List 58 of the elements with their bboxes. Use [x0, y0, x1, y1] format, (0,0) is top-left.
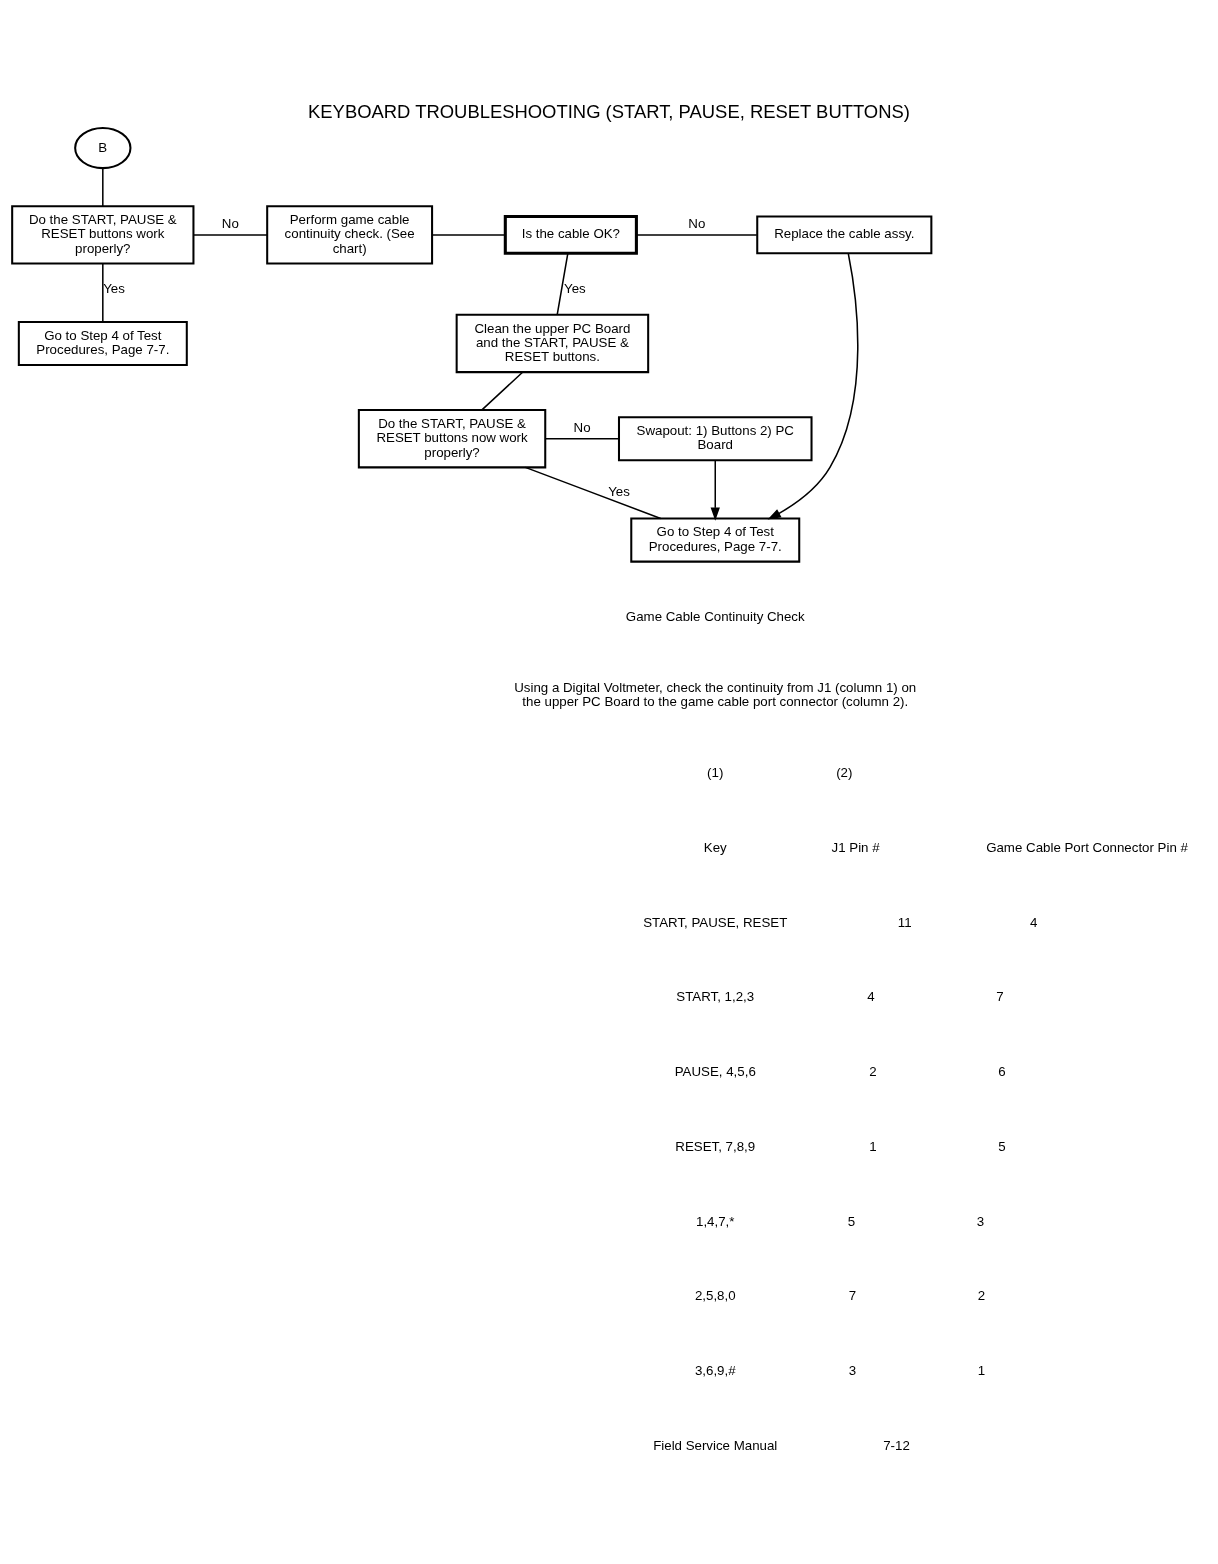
label: Game Cable Port Connector Pin #	[986, 839, 1188, 855]
label: 4	[867, 989, 875, 1005]
label: 5	[847, 1213, 856, 1229]
diagram-title: KEYBOARD TROUBLESHOOTING (START, PAUSE, RESET BUTTONS)	[308, 100, 910, 122]
connector	[102, 167, 104, 207]
label: Using a Digital Voltmeter, check the continuity from J1 (column 1) on the upper PC Board to the game cable port connector (column 2).	[514, 680, 917, 710]
node-box: Go to Step 4 of Test Procedures, Page 7-7.	[17, 320, 188, 366]
label: 11	[897, 914, 912, 930]
label: RESET, 7,8,9	[675, 1138, 756, 1154]
node-box: Replace the cable assy.	[756, 215, 933, 255]
node-ellipse: B	[74, 126, 132, 170]
label: PAUSE, 4,5,6	[674, 1064, 756, 1080]
connector	[192, 234, 268, 236]
connector	[544, 437, 620, 440]
label: 7-12	[883, 1437, 910, 1453]
label: Field Service Manual	[653, 1437, 778, 1453]
connector	[431, 234, 507, 236]
edge-label: No	[688, 216, 706, 232]
label: 1	[869, 1138, 877, 1154]
label: Game Cable Continuity Check	[625, 609, 805, 625]
label: 2,5,8,0	[694, 1288, 736, 1304]
label: 7	[848, 1288, 857, 1304]
edge-label: Yes	[103, 280, 125, 296]
label: 3	[976, 1213, 985, 1229]
node-box: Clean the upper PC Board and the START, PAUSE & RESET buttons.	[455, 313, 650, 374]
label: 2	[869, 1064, 877, 1080]
label: 4	[1030, 914, 1038, 930]
label: (2)	[836, 765, 853, 781]
label: 5	[998, 1138, 1006, 1154]
label: START, 1,2,3	[676, 989, 755, 1005]
label: Key	[703, 839, 727, 855]
node-box: Do the START, PAUSE & RESET buttons work properly?	[11, 205, 195, 265]
node-box: Swapout: 1) Buttons 2) PC Board	[617, 416, 813, 462]
connector	[102, 262, 104, 323]
label: 6	[998, 1064, 1006, 1080]
arrow	[767, 252, 859, 520]
label: 2	[977, 1288, 986, 1304]
connector	[524, 466, 662, 520]
edge-label: No	[221, 216, 239, 232]
edge-label: No	[573, 419, 591, 435]
label: (1)	[707, 765, 724, 781]
connector	[556, 252, 569, 316]
arrow	[710, 459, 720, 521]
label: 3,6,9,#	[694, 1363, 736, 1379]
connector	[635, 234, 758, 236]
label: 1,4,7,*	[696, 1213, 735, 1229]
label: 1	[977, 1363, 986, 1379]
node-box: Go to Step 4 of Test Procedures, Page 7-7.	[630, 517, 801, 563]
connector	[481, 371, 524, 411]
node-box: Perform game cable continuity check. (See chart)	[266, 205, 434, 265]
label: 7	[996, 989, 1004, 1005]
edge-label: Yes	[608, 484, 630, 500]
label: J1 Pin #	[831, 839, 880, 855]
node-box: Is the cable OK?	[503, 214, 638, 255]
node-box: Do the START, PAUSE & RESET buttons now work properly?	[357, 409, 547, 469]
label: 3	[848, 1363, 857, 1379]
label: START, PAUSE, RESET	[643, 914, 788, 930]
edge-label: Yes	[564, 280, 586, 296]
